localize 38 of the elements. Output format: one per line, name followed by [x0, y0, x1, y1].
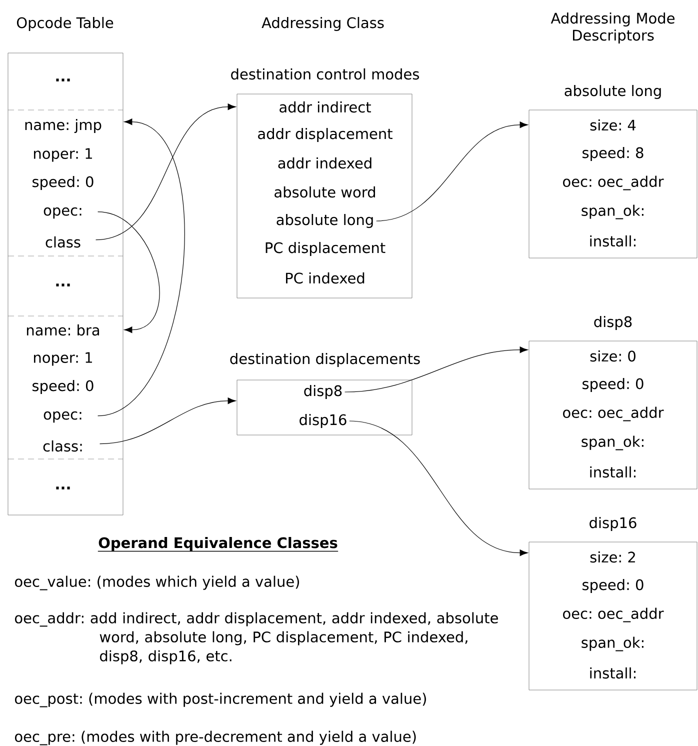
ellipsis: ... [56, 486, 70, 490]
column-heading: Addressing Class [262, 16, 384, 31]
mode-item: disp16 [300, 414, 346, 428]
mode-item: disp8 [304, 384, 342, 400]
mode-item: addr displacement [258, 128, 392, 142]
record-section: name: bra noper: 1 speed: 0 opec: class: [26, 324, 100, 452]
arrow [349, 420, 528, 556]
table-box [8, 52, 124, 516]
node-label: destination control modes [231, 68, 420, 80]
arrow [376, 122, 528, 222]
mode-item: addr indexed [278, 157, 372, 169]
descriptor-box: disp16 size: 2 speed: 0 oec: oec_addr span_ok: install: [528, 516, 698, 690]
definition-text: oec_post: (modes with post-increment and yield a value) [15, 692, 426, 708]
mode-item: absolute word [274, 186, 375, 198]
arrow [344, 346, 528, 392]
arrow [100, 398, 236, 444]
definition-text: oec_pre: (modes with pre-decrement and yield a value) [15, 730, 416, 746]
mode-item: absolute long [276, 214, 373, 228]
column-heading: Addressing Mode Descriptors [550, 12, 674, 44]
node-label: absolute long [564, 84, 661, 100]
definition-text: oec_value: (modes which yield a value) [15, 576, 300, 590]
section-heading: Operand Equivalence Classes [98, 536, 338, 552]
node-label: destination displacements [230, 352, 420, 368]
ellipsis: ... [56, 78, 70, 82]
arrow [98, 212, 160, 334]
node-label: disp16 [590, 516, 636, 532]
arrow [96, 104, 236, 240]
mode-item: addr indirect [280, 101, 371, 113]
definition-text: oec_addr: add indirect, addr displacement, addr indexed, absolute word, absolute long, PC displacement, PC indexed, disp8, disp16, etc. [15, 612, 498, 664]
ellipsis: ... [56, 284, 70, 286]
descriptor-box: disp8 size: 0 speed: 0 oec: oec_addr span_ok: install: [528, 316, 698, 490]
mode-item: PC displacement [266, 242, 386, 256]
column-heading: Opcode Table [16, 16, 114, 31]
descriptor-box: absolute long size: 4 speed: 8 oec: oec_addr span_ok: install: [528, 84, 698, 258]
node-label: disp8 [594, 316, 632, 330]
mode-item: PC indexed [286, 272, 364, 284]
arrow [98, 118, 185, 416]
record-section: name: jmp noper: 1 speed: 0 opec: class [25, 118, 102, 248]
